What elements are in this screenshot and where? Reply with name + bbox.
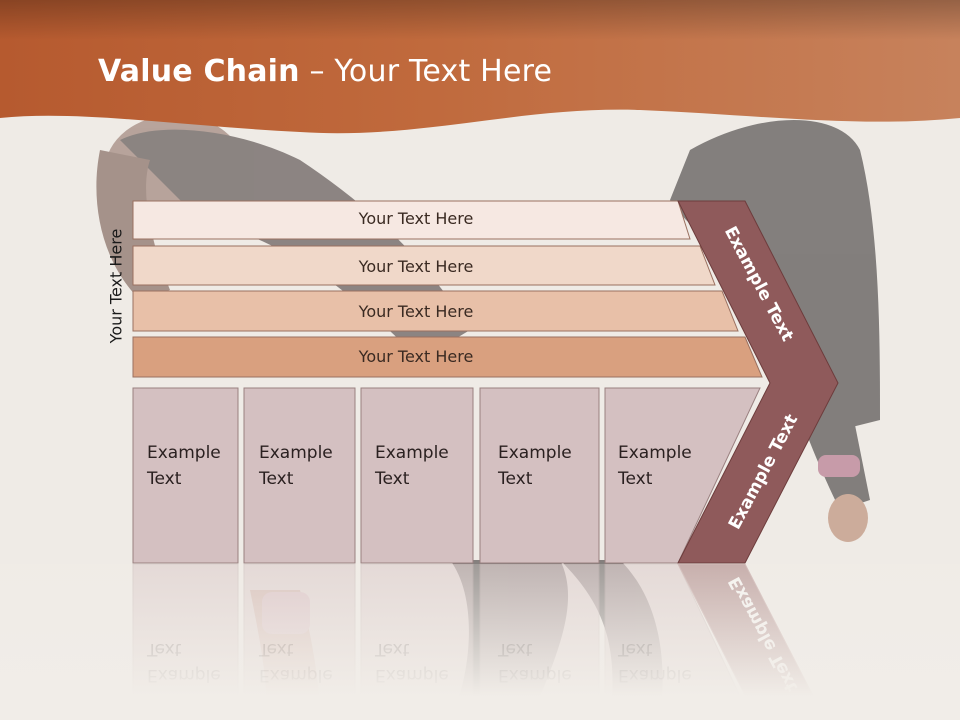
box-label-line: Text <box>375 469 410 489</box>
support-bar-2-label: Your Text Here <box>358 257 474 276</box>
support-bar-3 <box>132 290 739 332</box>
reflection-fade <box>0 564 960 720</box>
box-label-line: Example <box>259 443 333 463</box>
primary-box-3 <box>360 387 474 564</box>
box-label-line: Example <box>375 443 449 463</box>
primary-box-4 <box>479 387 600 564</box>
slide-title: Value Chain – Your Text Here <box>98 54 552 89</box>
box-label-line: Example <box>498 443 572 463</box>
primary-box-1 <box>132 387 239 564</box>
box-label-line: Text <box>147 469 182 489</box>
box-label-line: Text <box>618 469 653 489</box>
title-bold: Value Chain <box>98 54 300 89</box>
box-label-line: Example <box>147 443 221 463</box>
box-label-line: Text <box>259 469 294 489</box>
support-bar-4 <box>132 336 763 378</box>
margin-chevron <box>677 200 839 564</box>
support-bar-2 <box>132 245 716 286</box>
box-label-line: Example <box>618 443 692 463</box>
support-bar-1-label: Your Text Here <box>358 209 474 228</box>
box-label-line: Text <box>498 469 533 489</box>
primary-box-2 <box>243 387 356 564</box>
title-rest: – Your Text Here <box>299 54 553 89</box>
support-bar-1 <box>132 200 691 240</box>
support-bar-3-label: Your Text Here <box>358 302 474 321</box>
support-bar-4-label: Your Text Here <box>358 347 474 366</box>
